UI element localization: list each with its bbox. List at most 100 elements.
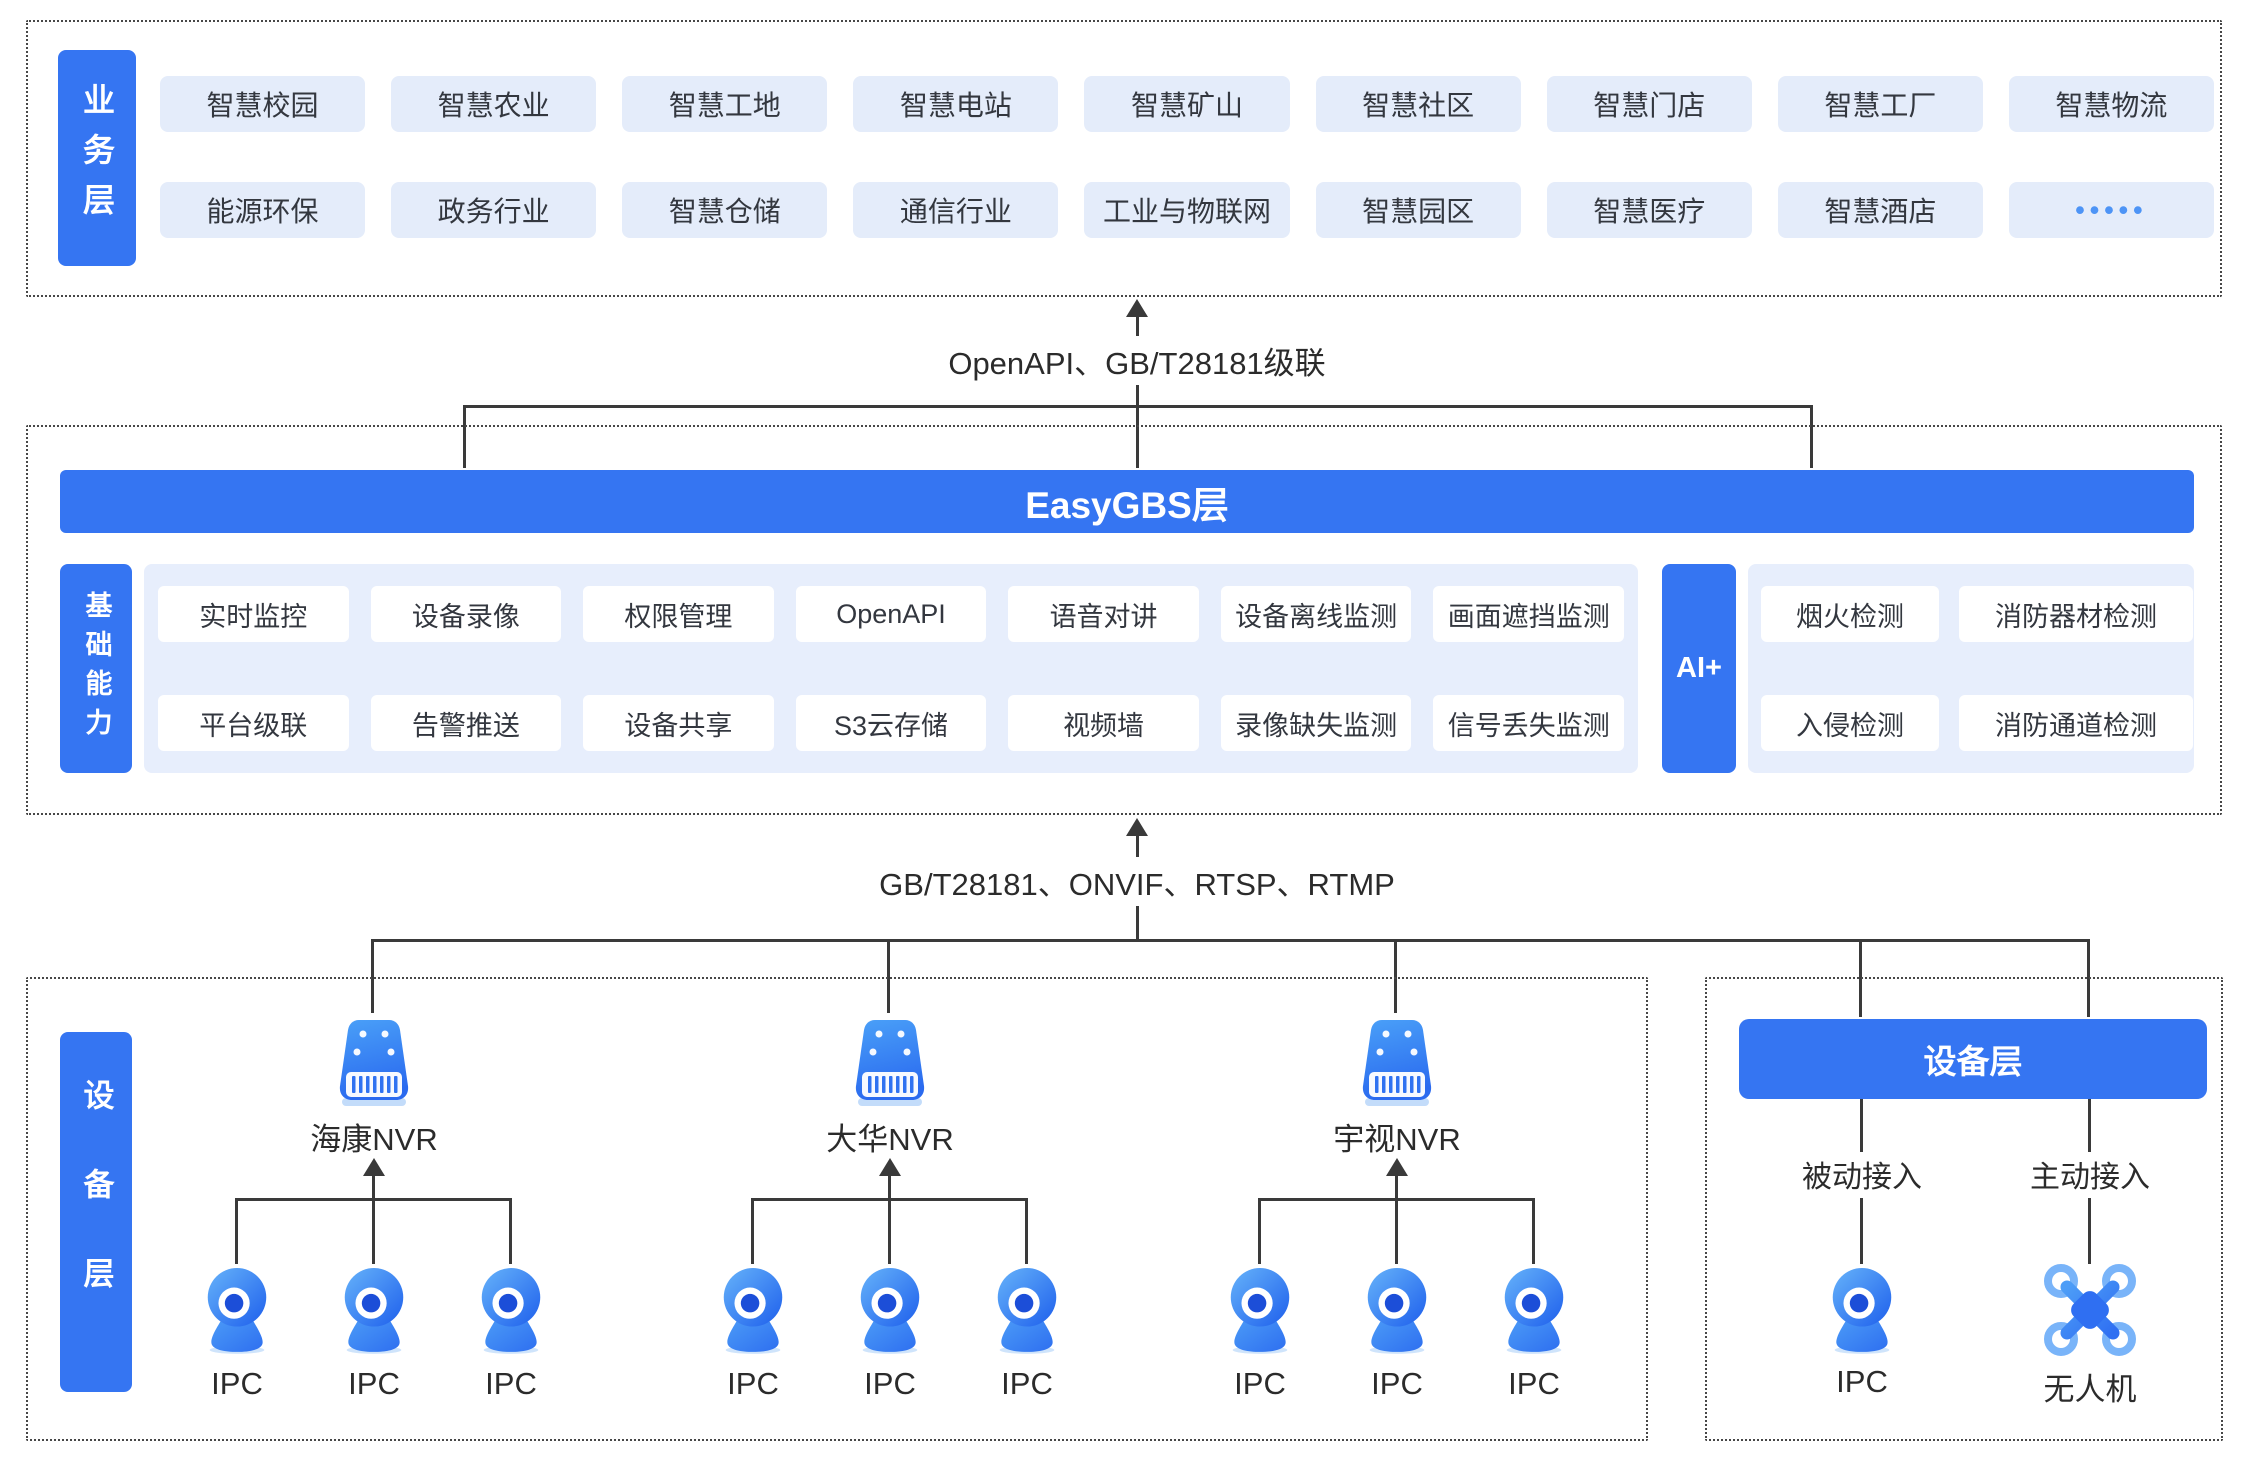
top-protocol-label: OpenAPI、GB/T28181级联 — [932, 336, 1342, 385]
business-item: 智慧社区 — [1315, 76, 1521, 132]
device-layer-label: 设备层 — [60, 1032, 132, 1392]
bottom-protocol-label: GB/T28181、ONVIF、RTSP、RTMP — [863, 857, 1411, 906]
capability-item: 画面遮挡监测 — [1433, 586, 1624, 642]
connector-line — [372, 1174, 375, 1200]
nvr-group: 宇视NVR IPC IPC IPC — [1197, 1014, 1597, 1436]
capability-item: 设备离线监测 — [1220, 586, 1412, 642]
device-layer-banner: 设备层 — [1739, 1019, 2207, 1099]
easygbs-layer-section: EasyGBS层 基础能力 实时监控 设备录像 权限管理 OpenAPI 语音对… — [26, 425, 2222, 815]
connector-line — [887, 939, 890, 1013]
connector-line — [1136, 315, 1139, 468]
ai-item: 消防器材检测 — [1959, 586, 2193, 642]
access-mode-label: 主动接入 — [2030, 1161, 2150, 1194]
ai-item: 烟火检测 — [1761, 586, 1939, 642]
connector-line — [888, 1198, 891, 1264]
device-layer-right-section: 设备层 被动接入 IPC 主动接入 无人机 — [1705, 977, 2223, 1441]
capability-item: 视频墙 — [1008, 695, 1199, 751]
arrow-up-icon — [1126, 818, 1148, 836]
business-item: 智慧工厂 — [1777, 76, 1983, 132]
business-item: 智慧矿山 — [1084, 76, 1290, 132]
nvr-label: 大华NVR — [826, 1122, 954, 1157]
business-layer-section: 业务层 智慧校园 智慧农业 智慧工地 智慧电站 智慧矿山 智慧社区 智慧门店 智… — [26, 20, 2222, 297]
business-item: 智慧电站 — [853, 76, 1059, 132]
easygbs-band: EasyGBS层 — [60, 470, 2194, 533]
connector-line — [1258, 1198, 1261, 1264]
ipc-label: IPC — [727, 1366, 779, 1401]
business-item: 智慧酒店 — [1777, 182, 1983, 238]
business-item: 智慧医疗 — [1546, 182, 1752, 238]
business-item: 能源环保 — [160, 182, 366, 238]
device-layer-left-section: 设备层 海康NVR IPC IPC IPC — [26, 977, 1648, 1441]
ipc-label: IPC — [348, 1366, 400, 1401]
arrow-up-icon — [1386, 1158, 1408, 1176]
access-mode-label: 被动接入 — [1802, 1161, 1922, 1194]
connector-line — [888, 1174, 891, 1200]
ipc-camera-icon — [198, 1264, 276, 1359]
capability-item: 实时监控 — [158, 586, 349, 642]
ipc-camera-icon — [335, 1264, 413, 1359]
connector-line — [371, 939, 2090, 942]
ipc-label: IPC — [1508, 1366, 1560, 1401]
arrow-up-icon — [1126, 299, 1148, 317]
base-capability-label: 基础能力 — [60, 564, 132, 773]
nvr-label: 宇视NVR — [1333, 1122, 1461, 1157]
connector-line — [1395, 1174, 1398, 1200]
arrow-up-icon — [879, 1158, 901, 1176]
capability-item: 设备录像 — [370, 586, 562, 642]
business-items-grid: 智慧校园 智慧农业 智慧工地 智慧电站 智慧矿山 智慧社区 智慧门店 智慧工厂 … — [160, 76, 2214, 238]
nvr-group: 大华NVR IPC IPC IPC — [690, 1014, 1090, 1436]
business-item: 智慧园区 — [1315, 182, 1521, 238]
business-item: 智慧仓储 — [622, 182, 828, 238]
ipc-label: IPC — [211, 1366, 263, 1401]
ipc-camera-icon — [1495, 1264, 1573, 1359]
nvr-group: 海康NVR IPC IPC IPC — [174, 1014, 574, 1436]
business-item: 智慧校园 — [160, 76, 366, 132]
base-capability-panel: 实时监控 设备录像 权限管理 OpenAPI 语音对讲 设备离线监测 画面遮挡监… — [144, 564, 1638, 773]
ipc-label: IPC — [864, 1366, 916, 1401]
capability-item: S3云存储 — [795, 695, 987, 751]
capability-item: 信号丢失监测 — [1433, 695, 1624, 751]
connector-line — [1860, 1099, 1863, 1152]
nvr-icon — [842, 1014, 938, 1115]
ai-item: 入侵检测 — [1761, 695, 1939, 751]
business-item: 智慧农业 — [391, 76, 597, 132]
device-label: 无人机 — [2043, 1372, 2137, 1407]
connector-line — [1810, 405, 1813, 468]
capability-item: OpenAPI — [795, 586, 987, 642]
ipc-camera-icon — [1823, 1264, 1901, 1359]
connector-line — [463, 405, 466, 468]
arrow-up-icon — [363, 1158, 385, 1176]
nvr-icon — [326, 1014, 422, 1115]
business-item: 工业与物联网 — [1084, 182, 1290, 238]
ipc-camera-icon — [1221, 1264, 1299, 1359]
capability-item: 语音对讲 — [1008, 586, 1199, 642]
business-item: 智慧物流 — [2008, 76, 2214, 132]
capability-item: 告警推送 — [370, 695, 562, 751]
ipc-camera-icon — [988, 1264, 1066, 1359]
connector-line — [509, 1198, 512, 1264]
capability-item: 录像缺失监测 — [1220, 695, 1412, 751]
nvr-icon — [1349, 1014, 1445, 1115]
connector-line — [463, 405, 1813, 408]
connector-line — [371, 939, 374, 1013]
ipc-camera-icon — [714, 1264, 792, 1359]
ai-capability-panel: 烟火检测 消防器材检测 入侵检测 消防通道检测 — [1748, 564, 2194, 773]
ipc-label: IPC — [1371, 1366, 1423, 1401]
ipc-camera-icon — [472, 1264, 550, 1359]
drone-icon — [2044, 1264, 2136, 1361]
connector-line — [751, 1198, 754, 1264]
connector-line — [2088, 1099, 2091, 1152]
capability-item: 设备共享 — [583, 695, 774, 751]
capability-item: 平台级联 — [158, 695, 349, 751]
ai-plus-label: AI+ — [1662, 564, 1736, 773]
business-item: 通信行业 — [853, 182, 1059, 238]
nvr-label: 海康NVR — [310, 1122, 438, 1157]
connector-line — [235, 1198, 238, 1264]
ipc-label: IPC — [1234, 1366, 1286, 1401]
capability-item: 权限管理 — [583, 586, 774, 642]
ipc-camera-icon — [1358, 1264, 1436, 1359]
connector-line — [1025, 1198, 1028, 1264]
ai-item: 消防通道检测 — [1959, 695, 2193, 751]
ipc-label: IPC — [1001, 1366, 1053, 1401]
